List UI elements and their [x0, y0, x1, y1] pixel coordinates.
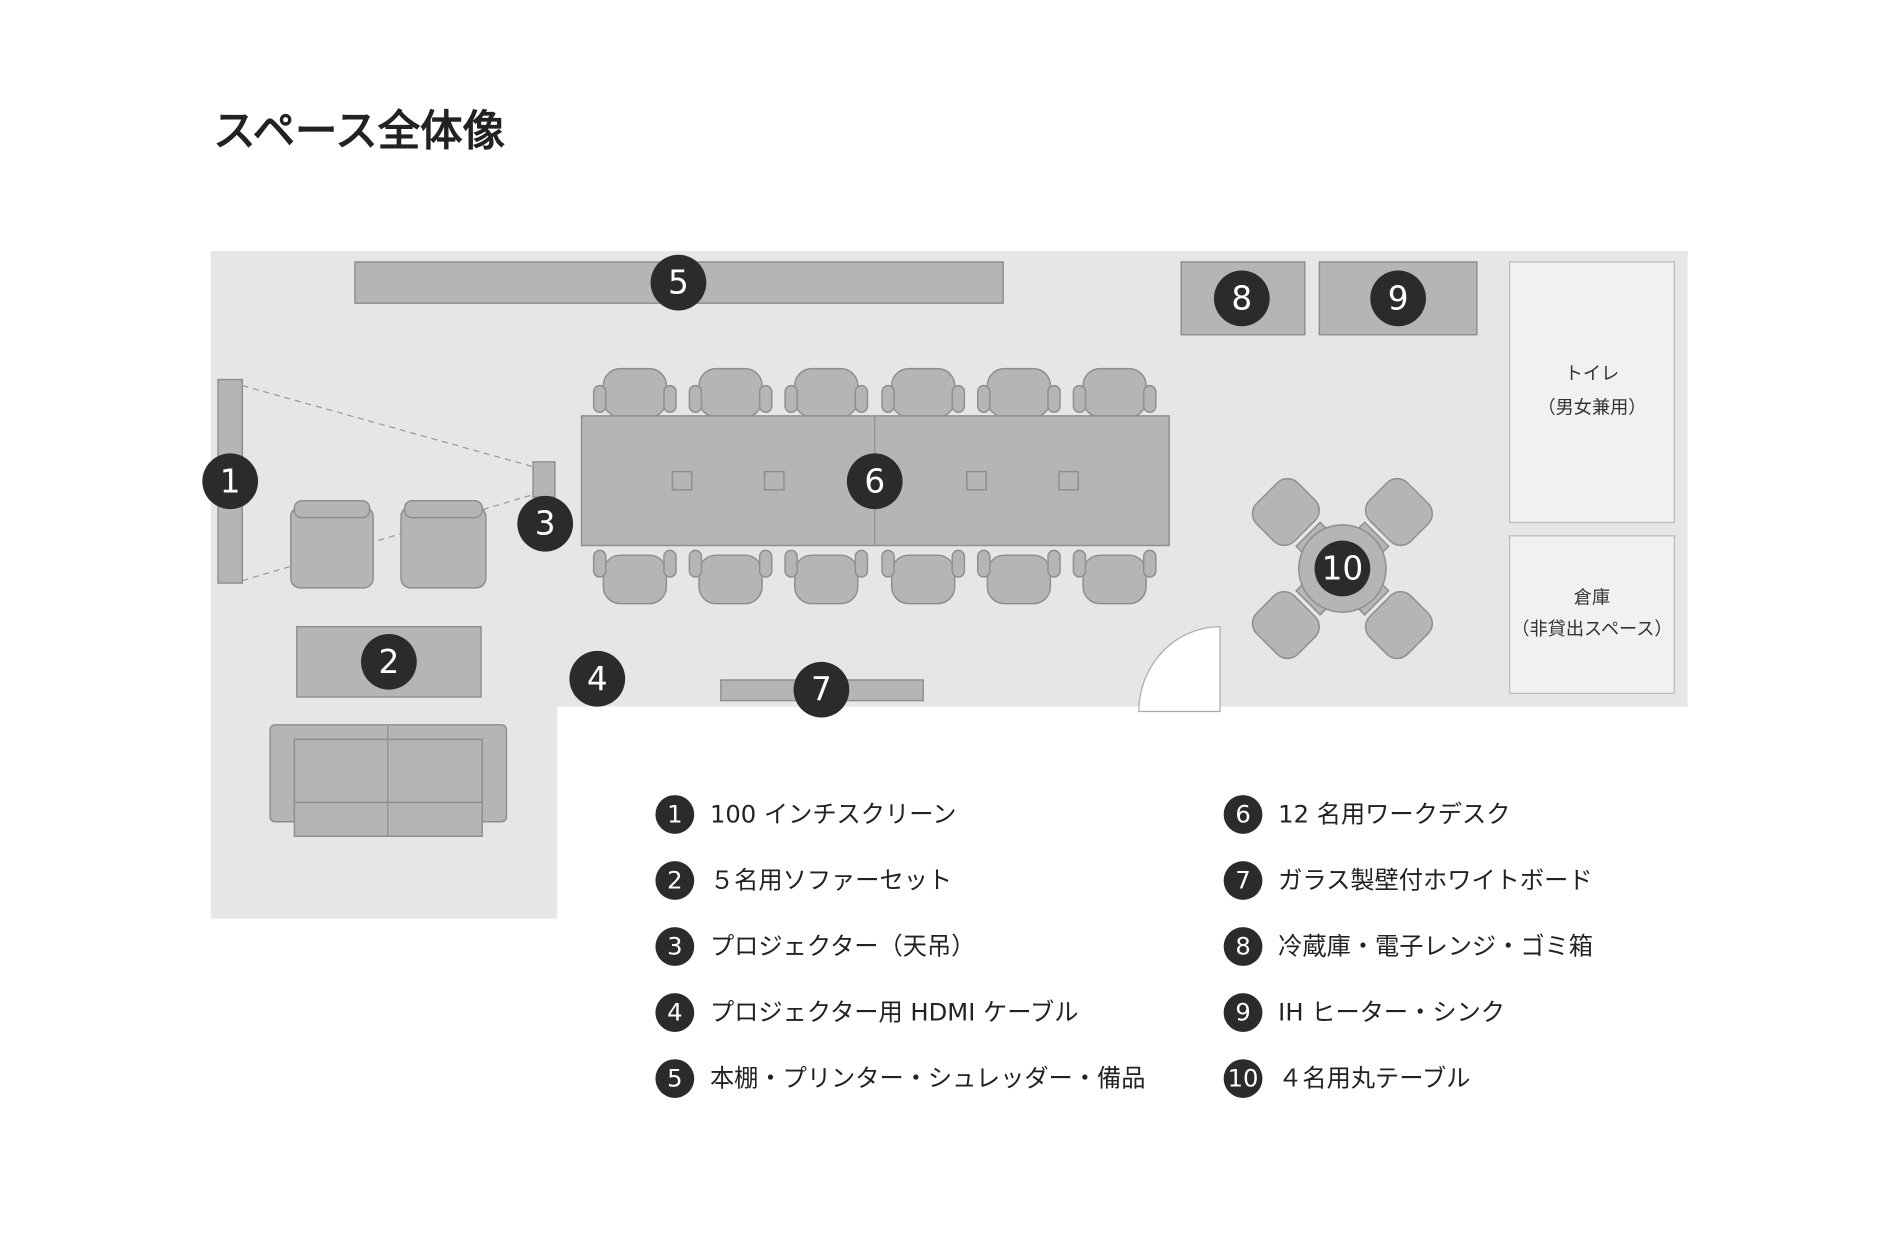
armchair — [400, 499, 487, 589]
projection-line-bottom — [242, 494, 534, 582]
projection-line-top — [242, 385, 534, 468]
desk-chair — [688, 549, 773, 605]
marker-number: 10 — [1322, 550, 1364, 588]
legend-item: 10 ４名用丸テーブル — [1223, 1059, 1470, 1098]
legend-label: ガラス製壁付ホワイトボード — [1278, 867, 1592, 895]
map-marker-1: 1 — [202, 453, 259, 510]
legend-item: 7 ガラス製壁付ホワイトボード — [1223, 861, 1593, 900]
storage-label: 倉庫 — [1574, 588, 1610, 609]
legend-item: 8 冷蔵庫・電子レンジ・ゴミ箱 — [1223, 927, 1593, 966]
marker-number: 4 — [587, 660, 608, 698]
legend-number: 6 — [1235, 800, 1250, 828]
marker-number: 5 — [668, 264, 689, 302]
desk-chair — [688, 367, 773, 418]
legend-label: 冷蔵庫・電子レンジ・ゴミ箱 — [1278, 933, 1593, 961]
legend-number: 9 — [1235, 999, 1250, 1027]
marker-number: 6 — [864, 462, 885, 500]
storage-sublabel: （非貸出スペース） — [1511, 619, 1672, 640]
legend-item: 6 12 名用ワークデスク — [1223, 795, 1510, 834]
legend-label: ４名用丸テーブル — [1278, 1065, 1470, 1093]
toilet-label: トイレ — [1565, 364, 1619, 385]
legend-number: 3 — [667, 933, 682, 961]
legend-number: 10 — [1228, 1065, 1259, 1093]
map-marker-4: 4 — [569, 650, 626, 707]
legend-number: 1 — [667, 800, 682, 828]
legend-label: 本棚・プリンター・シュレッダー・備品 — [710, 1065, 1145, 1093]
legend-badge — [655, 927, 695, 966]
desk-outlet — [966, 470, 987, 491]
map-marker-8: 8 — [1213, 270, 1270, 327]
storage-room — [1508, 535, 1675, 694]
legend-badge — [1223, 927, 1263, 966]
desk-chair — [1072, 549, 1157, 605]
map-marker-9: 9 — [1370, 270, 1426, 327]
legend-item: 5 本棚・プリンター・シュレッダー・備品 — [655, 1059, 1145, 1098]
desk-chair — [784, 367, 869, 418]
legend-number: 8 — [1235, 933, 1250, 961]
legend-item: 9 IH ヒーター・シンク — [1223, 993, 1505, 1032]
marker-number: 8 — [1231, 279, 1252, 317]
map-marker-3: 3 — [517, 495, 574, 552]
legend-badge — [1223, 795, 1263, 834]
legend-badge — [655, 795, 695, 834]
projector — [532, 461, 556, 498]
legend-badge — [655, 993, 695, 1032]
desk-chair — [592, 367, 677, 418]
sofa — [269, 724, 508, 838]
legend-number: 2 — [667, 867, 682, 895]
desk-chair — [592, 549, 677, 605]
map-marker-2: 2 — [361, 633, 417, 690]
legend-number: 7 — [1235, 867, 1250, 895]
map-marker-10: 10 — [1314, 540, 1371, 597]
legend-badge — [1223, 1059, 1263, 1098]
legend-badge — [655, 861, 695, 900]
desk-chair — [976, 549, 1061, 605]
desk-chair — [976, 367, 1061, 418]
legend-item: 2 ５名用ソファーセット — [655, 861, 952, 900]
legend-label: IH ヒーター・シンク — [1278, 999, 1505, 1027]
legend-item: 1 100 インチスクリーン — [655, 795, 956, 834]
legend-number: 5 — [667, 1065, 682, 1093]
legend-badge — [1223, 993, 1263, 1032]
map-marker-5: 5 — [650, 254, 707, 311]
marker-number: 3 — [535, 505, 556, 543]
legend-label: 100 インチスクリーン — [710, 800, 956, 828]
legend-label: プロジェクター（天吊） — [710, 933, 975, 961]
desk-chair — [1072, 367, 1157, 418]
legend-badge — [655, 1059, 695, 1098]
legend-label: 12 名用ワークデスク — [1278, 800, 1510, 828]
door — [1138, 626, 1221, 713]
desk-chair — [881, 549, 966, 605]
desk-outlet — [671, 470, 693, 491]
toilet-room — [1508, 261, 1675, 524]
marker-number: 7 — [811, 671, 832, 709]
legend-label: ５名用ソファーセット — [710, 867, 952, 895]
legend-item: 4 プロジェクター用 HDMI ケーブル — [655, 993, 1078, 1032]
desk-outlet — [763, 470, 785, 491]
armchair — [290, 499, 374, 589]
legend-item: 3 プロジェクター（天吊） — [655, 927, 975, 966]
legend-label: プロジェクター用 HDMI ケーブル — [710, 999, 1079, 1027]
toilet-sublabel: （男女兼用） — [1537, 397, 1646, 418]
map-marker-7: 7 — [793, 661, 850, 718]
legend-number: 4 — [667, 999, 682, 1027]
desk-outlet — [1058, 470, 1079, 491]
marker-number: 2 — [378, 643, 399, 681]
legend-badge — [1223, 861, 1263, 900]
marker-number: 9 — [1388, 279, 1409, 317]
map-marker-6: 6 — [846, 453, 903, 510]
marker-number: 1 — [220, 462, 241, 500]
desk-chair — [881, 367, 966, 418]
page-title: スペース全体像 — [213, 107, 505, 156]
desk-chair — [784, 549, 869, 605]
